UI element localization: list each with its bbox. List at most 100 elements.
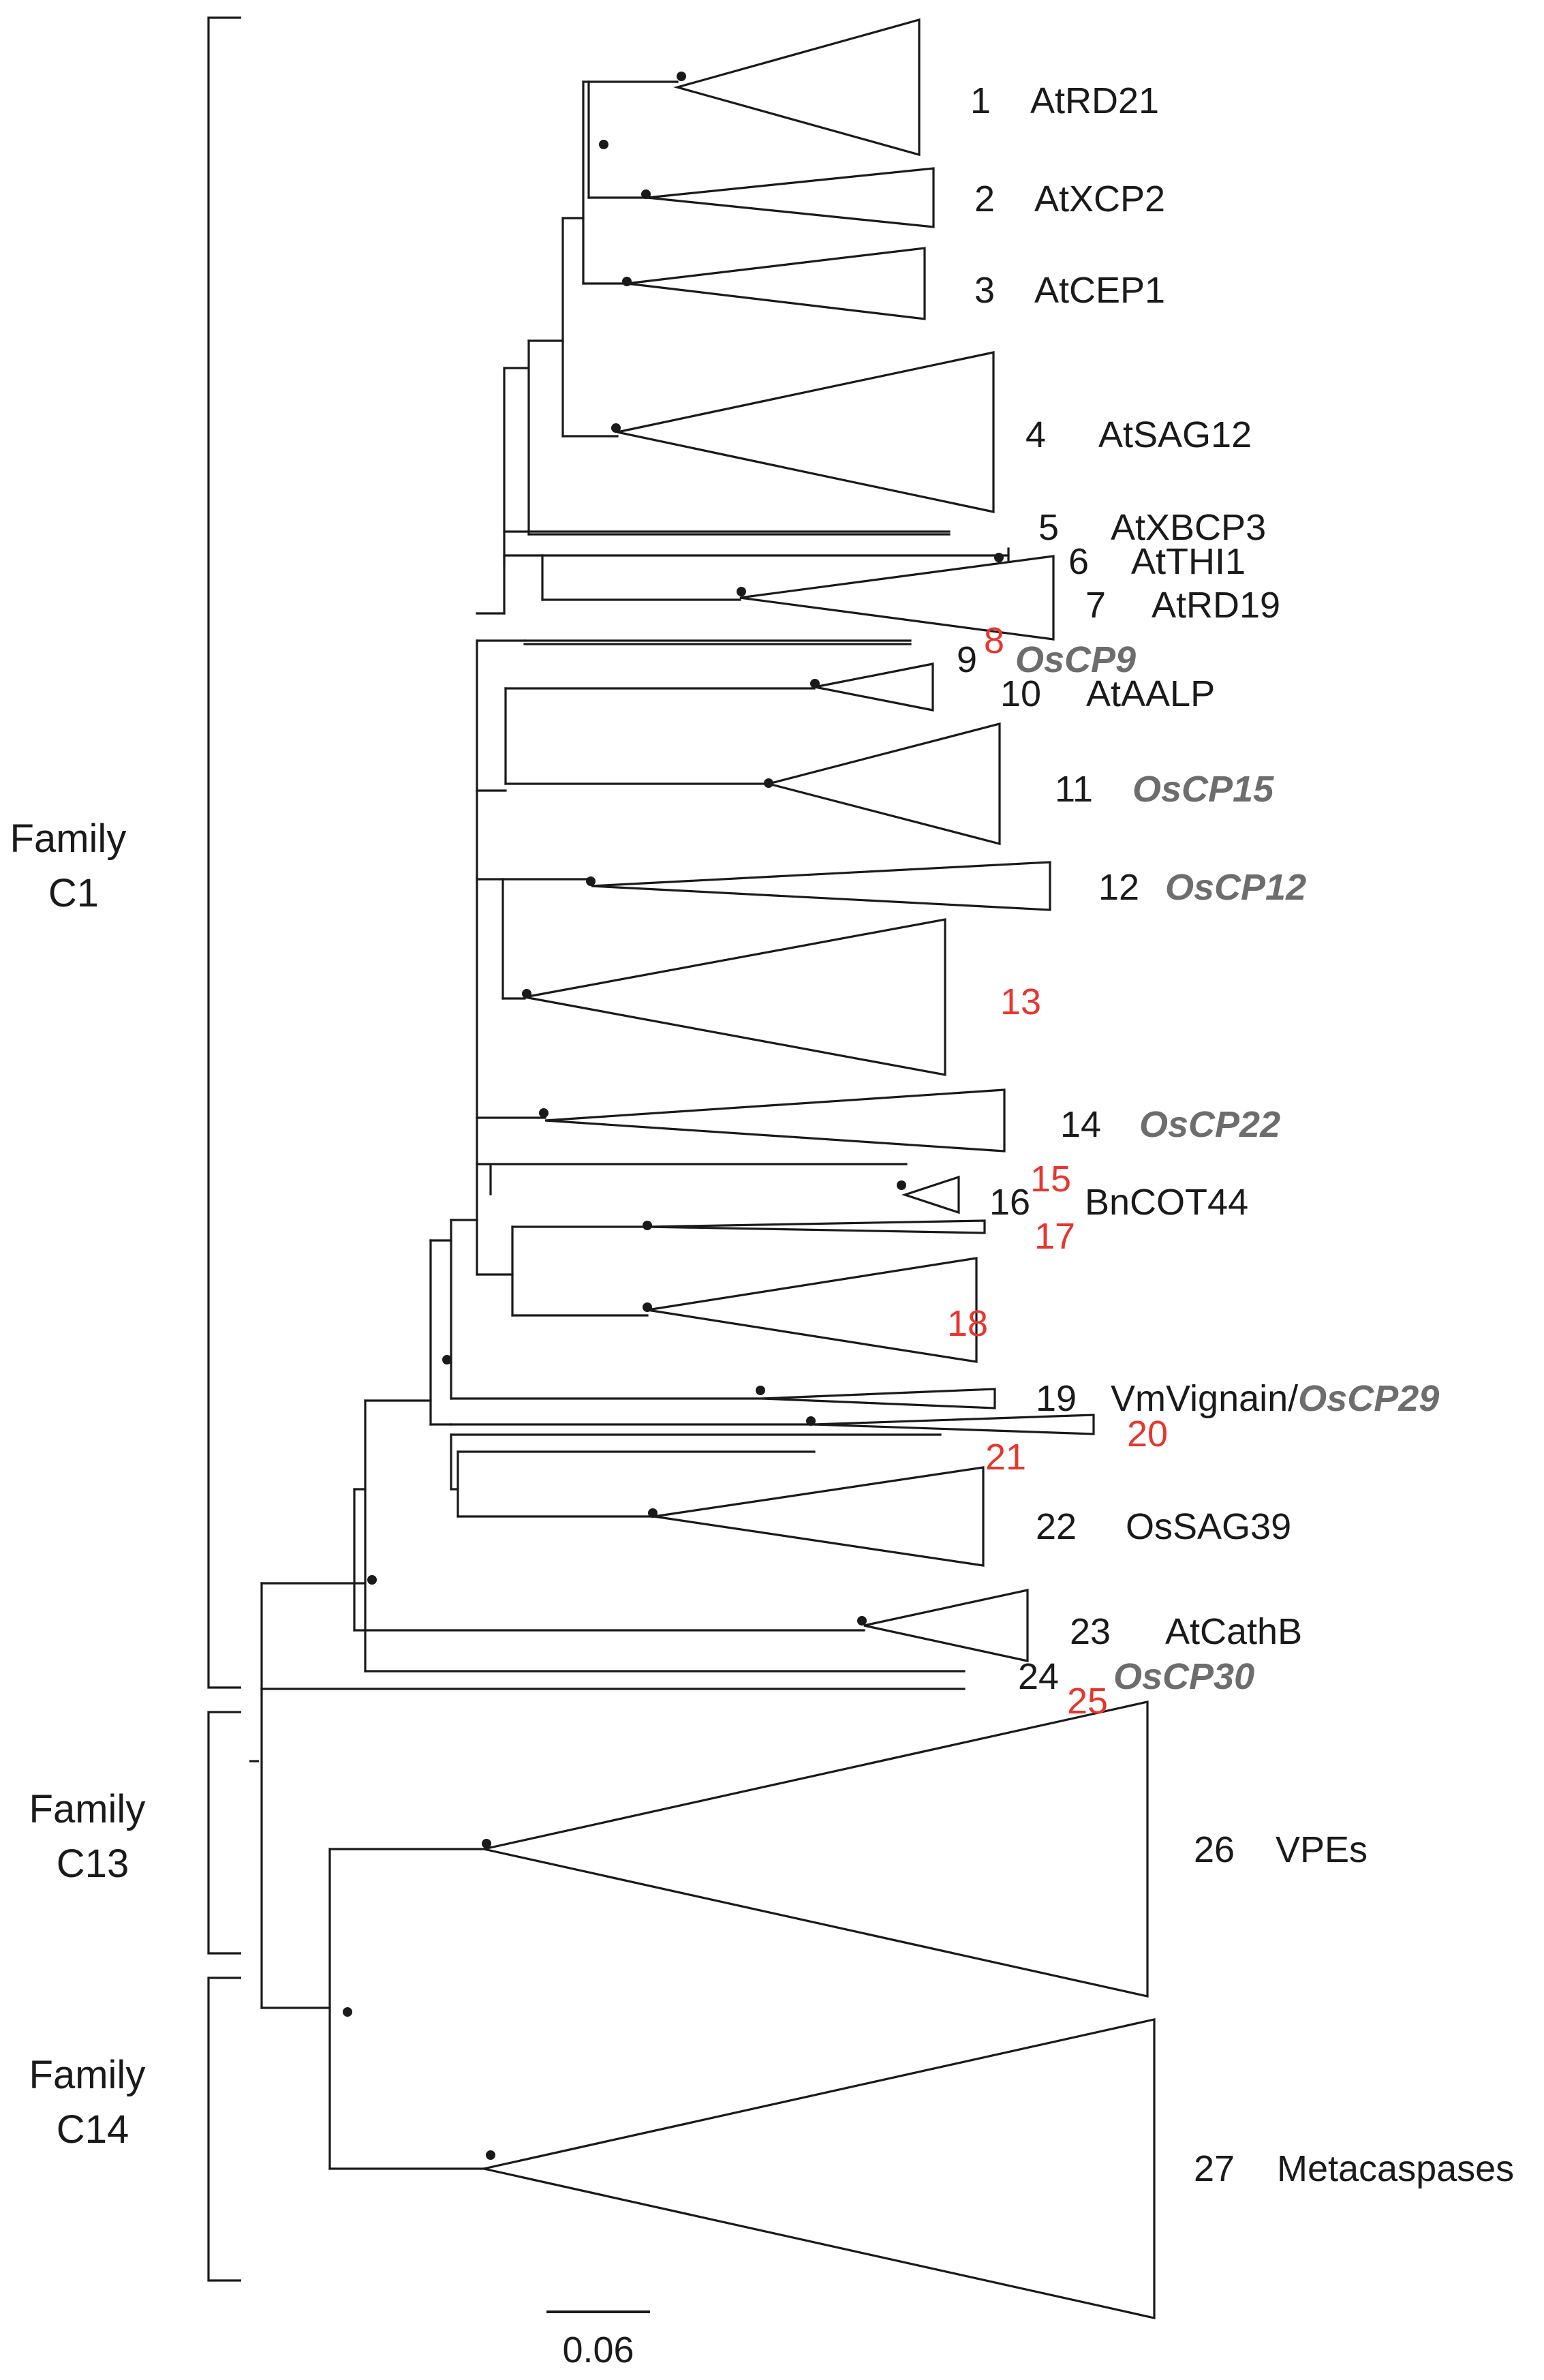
clade-21-number: 21 — [985, 1437, 1026, 1478]
clade-24-number: 24 — [1018, 1656, 1059, 1697]
clade-1-name: AtRD21 — [1030, 80, 1159, 121]
clade-15-triangle — [901, 1175, 960, 1215]
bootstrap-node-dot — [897, 1180, 906, 1190]
family-c13-label: Family C13 — [29, 1787, 157, 1886]
clade-1-number: 1 — [970, 80, 991, 121]
clade-19-name: VmVignain/OsCP29 — [1111, 1378, 1439, 1419]
clade-12-name: OsCP12 — [1165, 867, 1306, 908]
clade-1-triangle — [673, 18, 921, 157]
bootstrap-node-dot — [806, 1416, 816, 1426]
scale-bar-label: 0.06 — [562, 2330, 634, 2370]
family-brackets — [207, 16, 259, 2282]
clade-3-number: 3 — [974, 270, 995, 311]
clade-24-name: OsCP30 — [1113, 1656, 1254, 1697]
bootstrap-nodes — [343, 72, 1004, 2160]
bootstrap-node-dot — [343, 2007, 352, 2017]
clade-4-number: 4 — [1025, 414, 1046, 455]
scale-bar: 0.06 — [546, 2310, 650, 2370]
family-c1-label: Family C1 — [10, 817, 138, 915]
clade-11-name: OsCP15 — [1132, 769, 1274, 810]
family-c14-label: Family C14 — [29, 2053, 157, 2152]
bracket-c14 — [207, 1977, 241, 2282]
clade-7-name: AtRD19 — [1152, 585, 1280, 626]
clade-22-number: 22 — [1036, 1506, 1077, 1547]
bootstrap-node-dot — [599, 140, 608, 149]
bootstrap-node-dot — [586, 876, 596, 886]
bootstrap-node-dot — [810, 679, 820, 688]
bootstrap-node-dot — [994, 553, 1004, 562]
clade-2-name: AtXCP2 — [1034, 179, 1165, 219]
bootstrap-node-dot — [367, 1575, 377, 1585]
bootstrap-node-dot — [442, 1355, 452, 1364]
clade-8-number: 8 — [984, 620, 1004, 661]
bootstrap-node-dot — [522, 989, 531, 998]
clade-19-name2: OsCP29 — [1298, 1378, 1439, 1419]
bootstrap-node-dot — [677, 72, 686, 81]
clade-26-number: 26 — [1194, 1829, 1235, 1870]
clade-23-number: 23 — [1070, 1611, 1111, 1652]
clade-4-triangle — [617, 351, 995, 513]
bootstrap-node-dot — [482, 1839, 491, 1848]
clade-9-number: 9 — [957, 639, 977, 680]
clade-6-name: AtTHI1 — [1131, 541, 1246, 582]
clade-22-name: OsSAG39 — [1126, 1506, 1291, 1547]
clade-25-number: 25 — [1067, 1681, 1108, 1722]
clade-19-number: 19 — [1036, 1378, 1077, 1419]
clade-16-name: BnCOT44 — [1085, 1182, 1248, 1223]
bracket-c13 — [207, 1711, 241, 1955]
clade-10-number: 10 — [1000, 673, 1041, 714]
clade-20-triangle — [814, 1414, 1095, 1435]
clade-17-number: 17 — [1034, 1216, 1075, 1257]
clade-23-name: AtCathB — [1165, 1611, 1302, 1652]
clade-2-number: 2 — [974, 179, 995, 219]
clade-19-triangle — [761, 1388, 996, 1409]
clade-10-name: AtAALP — [1086, 673, 1215, 714]
clade-22-triangle — [653, 1466, 985, 1567]
clade-5-name: AtXBCP3 — [1111, 507, 1266, 548]
bootstrap-node-dot — [643, 1221, 652, 1230]
clade-27-triangle — [483, 2018, 1156, 2319]
clade-3-name: AtCEP1 — [1034, 270, 1165, 311]
clade-26-name: VPEs — [1276, 1829, 1368, 1870]
clade-23-triangle — [863, 1589, 1029, 1662]
clade-12-triangle — [591, 861, 1051, 911]
clade-27-number: 27 — [1194, 2148, 1235, 2189]
clade-16-number: 16 — [989, 1182, 1030, 1223]
bootstrap-node-dot — [611, 423, 621, 433]
clade-14-number: 14 — [1060, 1104, 1101, 1145]
clade-27-name: Metacaspases — [1277, 2148, 1514, 2189]
clade-12-number: 12 — [1098, 867, 1139, 908]
clade-18-triangle — [647, 1257, 978, 1363]
clade-14-name: OsCP22 — [1139, 1104, 1280, 1145]
clade-3-triangle — [626, 247, 926, 320]
clade-13-triangle — [524, 918, 946, 1076]
bootstrap-node-dot — [539, 1108, 549, 1118]
bootstrap-node-dot — [764, 778, 773, 788]
clade-7-triangle — [739, 555, 1055, 641]
bootstrap-node-dot — [486, 2150, 495, 2160]
clade-11-number: 11 — [1055, 769, 1093, 810]
bootstrap-node-dot — [857, 1616, 867, 1626]
bootstrap-node-dot — [643, 1302, 652, 1312]
clade-14-triangle — [544, 1088, 1006, 1153]
clade-9-name: OsCP9 — [1015, 639, 1136, 680]
clade-2-triangle — [647, 167, 935, 228]
bootstrap-node-dot — [648, 1508, 658, 1518]
bootstrap-node-dot — [622, 277, 632, 286]
clade-7-number: 7 — [1085, 585, 1106, 626]
collapsed-clades — [483, 18, 1156, 2319]
bracket-c1 — [207, 16, 241, 1689]
clade-6-number: 6 — [1068, 541, 1089, 582]
clade-26-triangle — [483, 1700, 1149, 1998]
clade-18-number: 18 — [947, 1303, 988, 1344]
bootstrap-node-dot — [737, 587, 746, 596]
bootstrap-node-dot — [641, 189, 651, 199]
clade-15-number: 15 — [1030, 1159, 1071, 1200]
clade-5-number: 5 — [1038, 507, 1059, 548]
bootstrap-node-dot — [756, 1386, 765, 1395]
clade-17-triangle — [647, 1219, 986, 1234]
clade-11-triangle — [764, 722, 1001, 846]
clade-10-triangle — [814, 662, 934, 712]
